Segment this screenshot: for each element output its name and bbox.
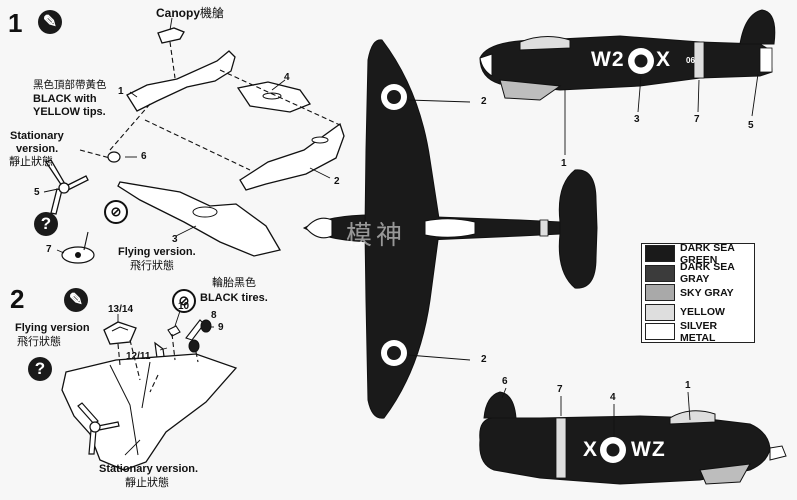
fuselage-half-left <box>126 50 236 112</box>
callout-number: 6 <box>502 376 508 387</box>
part-number: 6 <box>141 151 147 162</box>
part-number: 8 <box>211 310 217 321</box>
aircraft-code-right: X <box>656 48 672 71</box>
black-tips-cn: 黑色頂部帶黃色 <box>33 79 107 91</box>
aircraft-code-left: X <box>583 438 599 461</box>
part-number: 10 <box>178 301 190 312</box>
legend-item: DARK SEA GRAY <box>642 261 754 286</box>
question-icon: ? <box>28 357 52 381</box>
aircraft-code-right: WZ <box>631 438 666 461</box>
canopy-label: Canopy <box>156 6 201 20</box>
part-number: 7 <box>46 244 52 255</box>
canopy-part <box>157 27 185 44</box>
watermark: 模神 <box>346 220 407 250</box>
tires-cn: 輪胎黑色 <box>212 277 256 289</box>
flying-version-label: Flying version. <box>118 246 196 258</box>
legend-item: YELLOW <box>642 303 754 323</box>
aircraft-code-left: W2 <box>591 48 625 71</box>
top-view-aircraft <box>302 39 598 419</box>
legend-swatch <box>645 264 675 282</box>
callout-number: 7 <box>557 384 563 395</box>
legend-label: YELLOW <box>680 306 725 319</box>
stationary-line1: Stationary <box>10 130 64 142</box>
color-legend: DARK SEA GREEN DARK SEA GRAY SKY GRAY YE… <box>641 241 755 344</box>
callout-number: 2 <box>481 354 487 365</box>
part-number: 12/11 <box>126 351 151 362</box>
callout-number: 2 <box>481 96 487 107</box>
callout-number: 1 <box>685 380 691 391</box>
step-1-number: 1 <box>8 8 23 38</box>
legend-item: DARK SEA GREEN <box>642 241 754 266</box>
flying-version-cn: 飛行狀態 <box>130 260 174 272</box>
stationary-version-cn-2: 靜止狀態 <box>125 477 169 489</box>
part-number: 5 <box>34 187 40 198</box>
legend-item: SKY GRAY <box>642 283 754 303</box>
stationary-line2: version. <box>16 143 59 155</box>
part-number: 9 <box>218 322 224 333</box>
callout-number: 1 <box>561 158 567 169</box>
part-number: 2 <box>334 176 340 187</box>
tail-mark: 06 <box>686 56 695 65</box>
legend-label: SILVER METAL <box>680 319 718 344</box>
no-glue-icon: ⊘ <box>172 289 196 313</box>
part-number: 1 <box>118 86 124 97</box>
stationary-version-label-2: Stationary version. <box>99 463 199 475</box>
tires-label: BLACK tires. <box>200 292 268 304</box>
pencil-icon: ✎ <box>38 10 62 34</box>
legend-swatch <box>645 303 675 321</box>
callout-number: 4 <box>610 392 616 403</box>
step-2-number: 2 <box>10 284 25 314</box>
side-view-top-aircraft <box>479 9 776 117</box>
wing-part <box>117 181 282 257</box>
part-number: 3 <box>172 234 178 245</box>
legend-label: DARK SEA GREEN <box>680 241 735 266</box>
canopy-label-cn: 機艙 <box>200 6 225 20</box>
callout-number: 5 <box>748 120 754 131</box>
legend-swatch <box>645 245 675 263</box>
legend-label: DARK SEA GRAY <box>680 261 735 286</box>
flying-version-cn-2: 飛行狀態 <box>17 336 61 348</box>
pencil-icon: ✎ <box>64 288 88 312</box>
flying-version-label-2: Flying version <box>15 322 90 334</box>
callout-number: 7 <box>694 114 700 125</box>
legend-item: SILVER METAL <box>642 319 754 344</box>
question-icon: ? <box>34 212 58 236</box>
black-tips-line2: YELLOW tips. <box>33 106 106 118</box>
spinner-part <box>107 151 121 163</box>
propeller-part <box>45 159 89 215</box>
part-number: 4 <box>284 72 290 83</box>
no-glue-icon: ⊘ <box>104 200 128 224</box>
side-view-bottom-aircraft <box>479 387 787 485</box>
fuselage-half-right <box>239 122 345 191</box>
black-tips-line1: BLACK with <box>33 93 97 105</box>
wheel-cover-part <box>103 321 137 345</box>
stationary-cn: 靜止狀態 <box>9 156 53 168</box>
part-number: 13/14 <box>108 304 134 315</box>
legend-label: SKY GRAY <box>680 286 734 299</box>
callout-number: 3 <box>634 114 640 125</box>
legend-swatch <box>645 284 675 302</box>
legend-swatch <box>645 323 675 341</box>
